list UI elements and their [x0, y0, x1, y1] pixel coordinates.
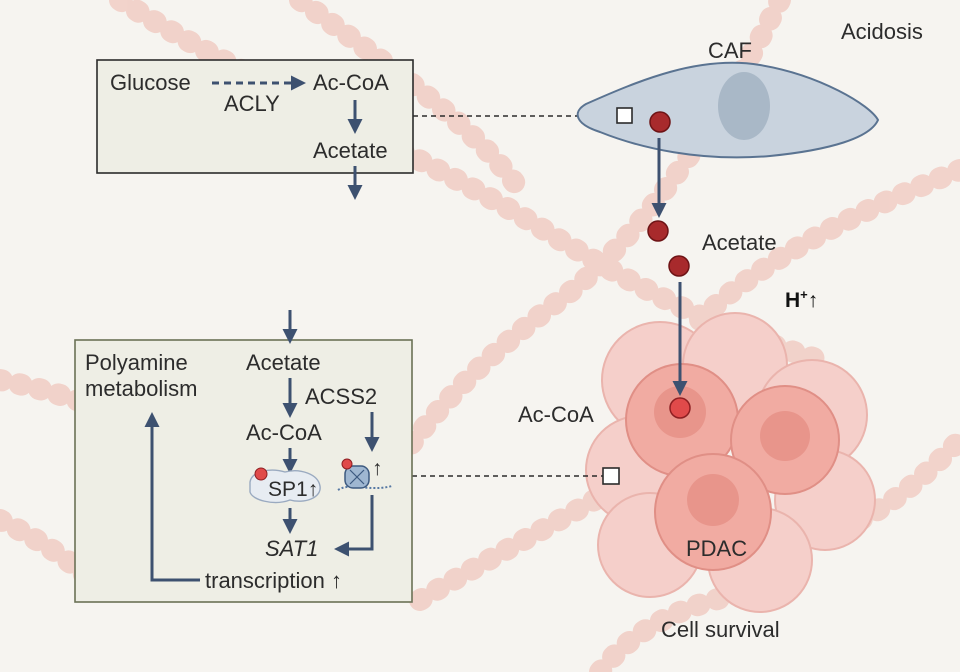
histone-acetylation-icon: [337, 458, 393, 491]
caf-nucleus: [718, 72, 770, 140]
proton-increase-arrow: ↑: [807, 289, 819, 312]
acidosis-label: Acidosis: [841, 19, 923, 44]
polyamine-label-line2: metabolism: [85, 376, 198, 401]
acetate-molecule: [668, 255, 690, 277]
glucose-label: Glucose: [110, 70, 191, 95]
acetate-molecule: [669, 397, 691, 419]
caf-zoom-square: [616, 107, 633, 124]
polyamine-label-line1: Polyamine: [85, 350, 188, 375]
acetate-label: Acetate: [313, 138, 388, 163]
transcription-label: transcription ↑: [205, 568, 342, 593]
acly-label: ACLY: [224, 91, 280, 116]
proton-charge: +: [800, 287, 808, 302]
transcription-to-polyamine-arrow: [144, 412, 200, 582]
histone-up-label: ↑: [372, 457, 383, 480]
caf-label: CAF: [708, 38, 752, 63]
sat1-label: SAT1: [265, 536, 319, 561]
sp1-label: SP1↑: [268, 478, 319, 501]
ac-coa-right-label: Ac-CoA: [518, 402, 594, 427]
pdac-zoom-square: [602, 467, 620, 485]
acetate-box-label: Acetate: [246, 350, 321, 375]
proton-symbol: H: [785, 289, 801, 312]
proton-label: H+↑: [785, 288, 818, 311]
cell-survival-label: Cell survival: [661, 617, 780, 642]
pdac-tumor-cluster: [585, 312, 876, 613]
ac-coa-box-label: Ac-CoA: [246, 420, 322, 445]
caf-cell: [576, 61, 880, 159]
pdac-label: PDAC: [686, 536, 748, 561]
sp1-protein-icon: [249, 467, 321, 504]
acss2-label: ACSS2: [305, 384, 378, 409]
acetate-molecule: [649, 111, 671, 133]
ac-coa-label: Ac-CoA: [313, 70, 389, 95]
histone-to-sat1-arrow: [334, 495, 374, 557]
acetate-molecule: [647, 220, 669, 242]
acetate-mid-label: Acetate: [702, 230, 777, 255]
